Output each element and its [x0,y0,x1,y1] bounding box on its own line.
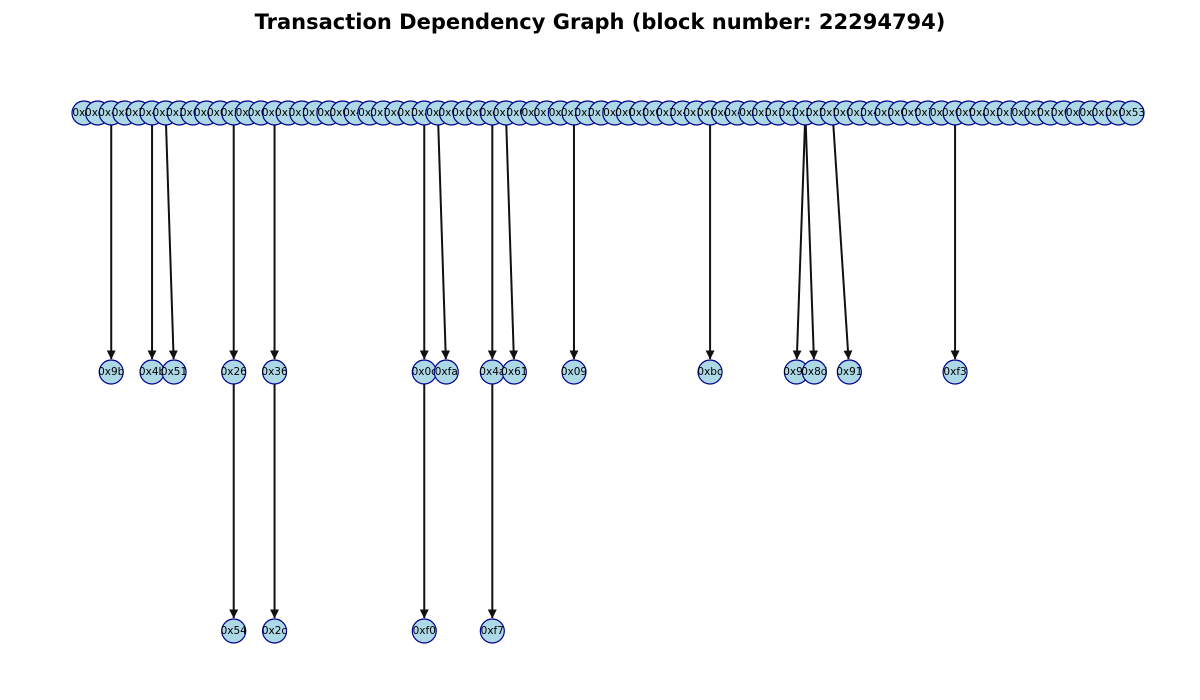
tx-node[interactable]: 0x53 [1119,100,1145,126]
tx-node[interactable]: 0x09 [561,359,587,385]
tx-node-label: 0xfa [435,366,458,378]
tx-node-circle[interactable] [1119,100,1145,126]
tx-node-circle[interactable] [161,359,187,385]
dependency-edge [792,112,807,360]
tx-node-circle[interactable] [411,618,437,644]
tx-node[interactable]: 0x8d [801,359,827,385]
tx-node-label: 0x9b [98,366,125,378]
dependency-edge [831,112,853,360]
tx-node-circle[interactable] [836,359,862,385]
tx-node-circle[interactable] [801,359,827,385]
tx-node-label: 0x51 [161,366,187,378]
tx-node[interactable]: 0x4a [479,359,505,385]
tx-node-circle[interactable] [942,359,968,385]
tx-node-circle[interactable] [697,359,723,385]
tx-node[interactable]: 0xfa [433,359,459,385]
tx-node-circle[interactable] [561,359,587,385]
tx-node[interactable]: 0xf7 [479,618,505,644]
tx-node[interactable]: 0xbc [697,359,723,385]
tx-node-label: 0x0c [412,366,438,378]
tx-node-label: 0xf0 [413,625,436,637]
tx-node-label: 0x26 [221,366,248,378]
tx-node-label: 0x09 [561,366,587,378]
tx-node[interactable]: 0xf3 [942,359,968,385]
dependency-edge [504,112,519,360]
tx-node-label: 0x8d [801,366,827,378]
dependency-edge [436,112,451,360]
tx-node-circle[interactable] [501,359,527,385]
tx-node-circle[interactable] [479,618,505,644]
tx-node-label: 0xf3 [943,366,966,378]
tx-node-label: 0x61 [501,366,527,378]
page-title: Transaction Dependency Graph (block numb… [254,10,946,34]
tx-node[interactable]: 0xf0 [411,618,437,644]
tx-node-label: 0x53 [1119,107,1145,119]
dependency-edge [164,112,178,360]
tx-node-circle[interactable] [433,359,459,385]
tx-node[interactable]: 0x51 [161,359,187,385]
tx-node-label: 0x4a [479,366,505,378]
tx-node-circle[interactable] [221,618,247,644]
tx-node[interactable]: 0x0c [412,359,438,385]
tx-node-circle[interactable] [261,618,288,644]
tx-node[interactable]: 0x54 [221,618,248,644]
tx-node-label: 0x54 [221,625,248,637]
tx-node-circle[interactable] [98,359,124,385]
tx-node-circle[interactable] [221,359,247,385]
tx-node-label: 0x4b [139,366,166,378]
tx-node[interactable]: 0x9b [98,359,125,385]
tx-node[interactable]: 0x61 [501,359,527,385]
tx-node-label: 0xf7 [481,625,504,637]
tx-node[interactable]: 0x36 [261,359,288,385]
tx-node[interactable]: 0x2c [261,618,288,644]
tx-node-label: 0xbc [697,366,723,378]
tx-node[interactable]: 0x91 [836,359,862,385]
nodes-layer: 0x1f0xcd0x4e0x8b0x2a0x470x220x200x6e0xc5… [71,100,1145,644]
dependency-edge [804,112,819,360]
tx-node-label: 0x91 [836,366,862,378]
edges-layer [106,112,960,619]
tx-node-label: 0x36 [261,366,288,378]
tx-node-circle[interactable] [261,359,288,385]
tx-node-label: 0x2c [262,625,288,637]
tx-node[interactable]: 0x26 [221,359,248,385]
